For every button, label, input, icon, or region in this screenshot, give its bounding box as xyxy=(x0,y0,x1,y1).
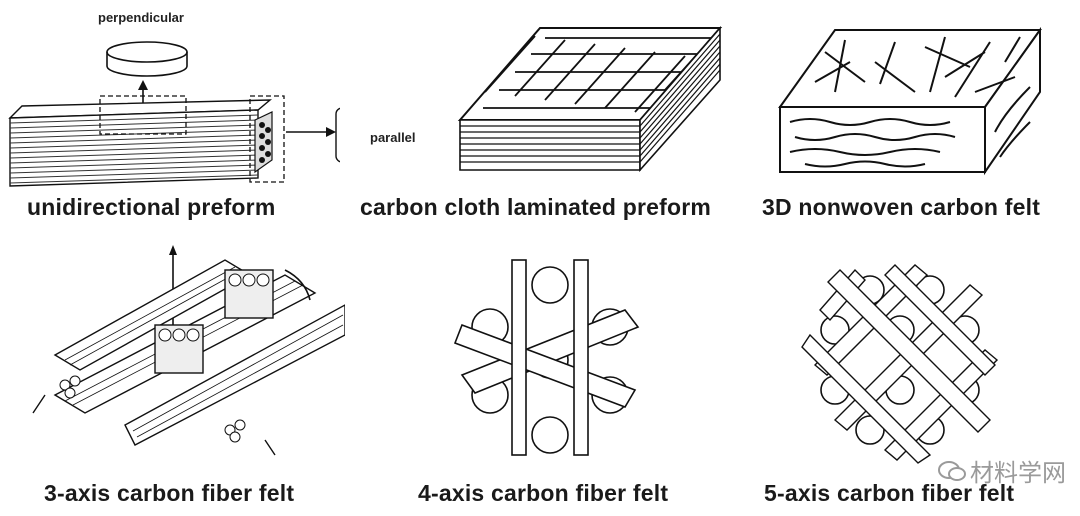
unidirectional-preform-drawing: perpendicular xyxy=(8,10,340,187)
wechat-icon xyxy=(938,460,966,481)
four-axis-felt-drawing xyxy=(453,259,640,456)
four-axis-felt-panel xyxy=(450,255,650,465)
five-axis-felt-drawing xyxy=(801,264,999,464)
watermark: 材料学网 xyxy=(938,453,1066,488)
watermark-text: 材料学网 xyxy=(970,459,1066,487)
caption-unidirectional: unidirectional preform xyxy=(27,194,276,220)
nonwoven-felt-drawing xyxy=(778,26,1042,176)
parallel-label: parallel xyxy=(370,130,416,145)
three-axis-felt-drawing xyxy=(32,245,345,456)
five-axis-felt-panel xyxy=(800,255,1000,465)
caption-5axis: 5-axis carbon fiber felt xyxy=(764,480,1015,506)
laminated-preform-drawing xyxy=(457,25,723,173)
laminated-preform-panel xyxy=(445,20,735,190)
caption-nonwoven: 3D nonwoven carbon felt xyxy=(762,194,1041,220)
parallel-label-box: parallel xyxy=(370,130,416,145)
caption-laminated: carbon cloth laminated preform xyxy=(360,194,712,220)
unidirectional-preform-panel: perpendicular xyxy=(0,0,340,230)
caption-4axis: 4-axis carbon fiber felt xyxy=(418,480,669,506)
nonwoven-felt-panel xyxy=(775,22,1075,192)
three-axis-felt-panel xyxy=(25,245,345,465)
caption-3axis: 3-axis carbon fiber felt xyxy=(44,480,295,506)
perpendicular-label: perpendicular xyxy=(98,10,184,25)
